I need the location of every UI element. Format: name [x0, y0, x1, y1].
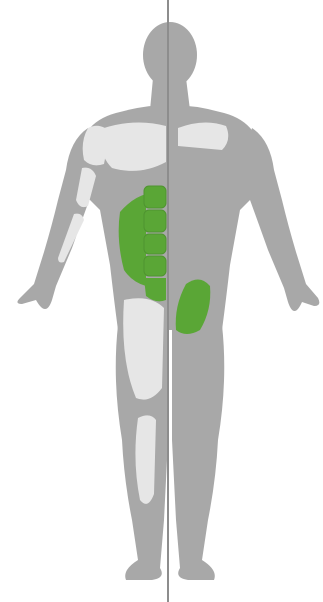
shin-left [135, 415, 156, 503]
pectoral-right [178, 122, 228, 150]
pectoral-left [101, 122, 166, 170]
leg-right [172, 325, 224, 580]
abs-block-2 [144, 210, 166, 232]
abs-block-3 [144, 234, 166, 254]
arm-right [242, 128, 319, 311]
abs-block-4 [144, 256, 166, 276]
abs-block-1 [144, 186, 166, 208]
